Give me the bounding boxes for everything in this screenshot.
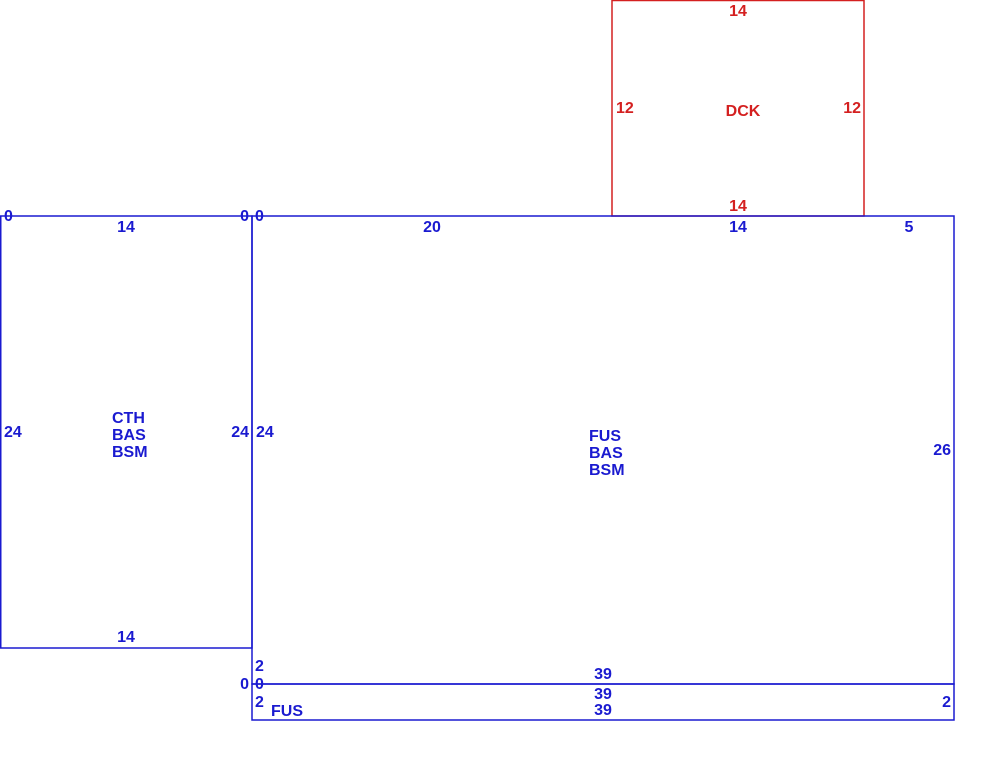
main-top-dimension-b: 14 xyxy=(729,219,747,236)
strip-corner-b: 0 xyxy=(255,676,264,693)
deck-top-dimension: 14 xyxy=(729,3,747,20)
main-label-line2: BAS xyxy=(589,445,623,462)
garage-top-dimension: 14 xyxy=(117,219,135,236)
deck-right-dimension: 12 xyxy=(843,100,861,117)
garage-bottom-dimension: 14 xyxy=(117,629,135,646)
garage-label-line1: CTH xyxy=(112,410,145,427)
garage-label-line2: BAS xyxy=(112,427,146,444)
garage-corner-tl: 0 xyxy=(4,208,13,225)
main-right-dimension: 26 xyxy=(933,442,951,459)
main-label-line1: FUS xyxy=(589,428,621,445)
strip-bottom-dimension: 39 xyxy=(594,702,612,719)
deck-bottom-dimension: 14 xyxy=(729,198,747,215)
garage-corner-tr: 0 xyxy=(240,208,249,225)
strip-label: FUS xyxy=(271,703,303,720)
main-left-dimension: 24 xyxy=(256,424,274,441)
strip-outline xyxy=(251,683,955,721)
main-corner-tl: 0 xyxy=(255,208,264,225)
main-label-line3: BSM xyxy=(589,462,625,479)
main-bottom-dimension: 39 xyxy=(594,666,612,683)
garage-left-dimension: 24 xyxy=(4,424,22,441)
main-top-dimension-a: 20 xyxy=(423,219,441,236)
garage-label-line3: BSM xyxy=(112,444,148,461)
main-left-low-dimension: 2 xyxy=(255,658,264,675)
strip-corner-a: 0 xyxy=(240,676,249,693)
strip-left-dimension: 2 xyxy=(255,694,264,711)
deck-label: DCK xyxy=(726,103,761,120)
garage-right-dimension: 24 xyxy=(231,424,249,441)
main-top-dimension-c: 5 xyxy=(905,219,914,236)
strip-right-dimension: 2 xyxy=(942,694,951,711)
strip-top-dimension: 39 xyxy=(594,686,612,703)
deck-left-dimension: 12 xyxy=(616,100,634,117)
